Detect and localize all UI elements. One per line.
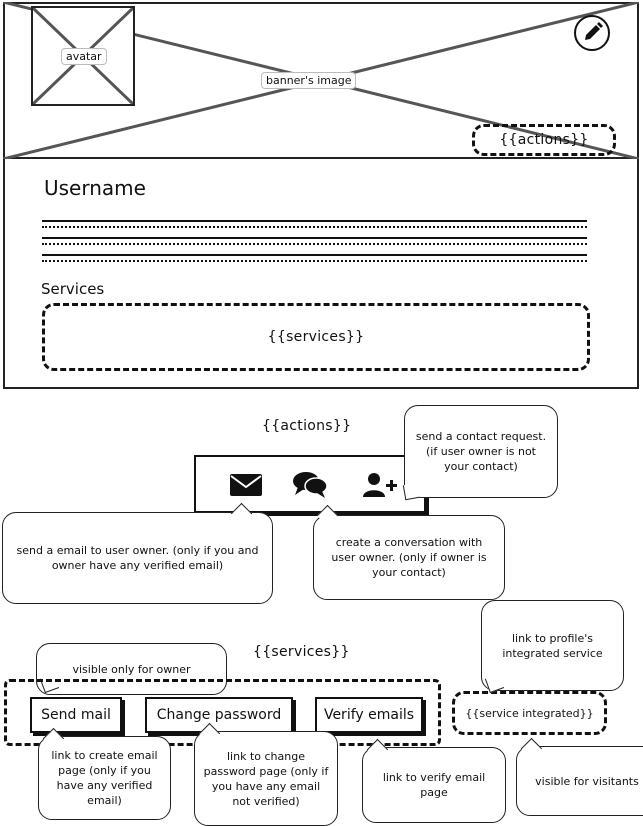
service-integrated-text: {{service integrated}} (465, 706, 594, 720)
avatar-label: avatar (61, 48, 107, 65)
note-contact-request-text: send a contact request. (if user owner i… (415, 430, 547, 473)
actions-placeholder: {{actions}} (472, 124, 616, 156)
profile-card (3, 2, 639, 389)
note-conversation: create a conversation with user owner. (… (313, 515, 505, 600)
note-owner-only: visible only for owner (36, 643, 227, 695)
note-tail (402, 482, 421, 501)
email-icon[interactable] (229, 472, 263, 498)
change-password-button[interactable]: Change password (145, 697, 293, 733)
edit-pencil-icon[interactable] (574, 15, 610, 51)
add-contact-icon[interactable] (362, 471, 398, 499)
note-verify-emails: link to verify email page (362, 747, 506, 823)
note-conversation-text: create a conversation with user owner. (… (331, 536, 487, 579)
actions-section-title: {{actions}} (262, 418, 352, 434)
note-send-mail: link to create email page (only if you h… (38, 736, 171, 820)
note-send-email: send a email to user owner. (only if you… (2, 512, 273, 604)
note-verify-emails-text: link to verify email page (382, 771, 486, 799)
send-mail-button[interactable]: Send mail (30, 697, 122, 733)
note-owner-only-text: visible only for owner (72, 662, 191, 676)
services-placeholder: {{services}} (42, 303, 590, 371)
note-contact-request: send a contact request. (if user owner i… (404, 405, 558, 498)
note-visitants-text: visible for visitants (535, 774, 639, 788)
services-placeholder-text: {{services}} (267, 329, 365, 345)
note-change-password-text: link to change password page (only if yo… (203, 749, 329, 808)
note-send-email-text: send a email to user owner. (only if you… (16, 544, 259, 572)
note-integrated-link: link to profile's integrated service (481, 600, 624, 691)
chat-icon[interactable] (292, 470, 328, 500)
services-section-title: {{services}} (253, 644, 350, 660)
note-integrated-link-text: link to profile's integrated service (502, 631, 603, 660)
actions-placeholder-text: {{actions}} (499, 132, 589, 148)
note-send-mail-text: link to create email page (only if you h… (51, 749, 158, 807)
username: Username (44, 176, 146, 200)
avatar[interactable]: avatar (31, 6, 135, 106)
note-change-password: link to change password page (only if yo… (194, 731, 338, 826)
note-visitants: visible for visitants (516, 746, 643, 816)
service-integrated-placeholder[interactable]: {{service integrated}} (452, 691, 607, 735)
verify-emails-button[interactable]: Verify emails (315, 697, 423, 733)
services-heading: Services (41, 280, 105, 298)
description-placeholder (42, 216, 590, 264)
banner-label: banner's image (261, 72, 357, 89)
